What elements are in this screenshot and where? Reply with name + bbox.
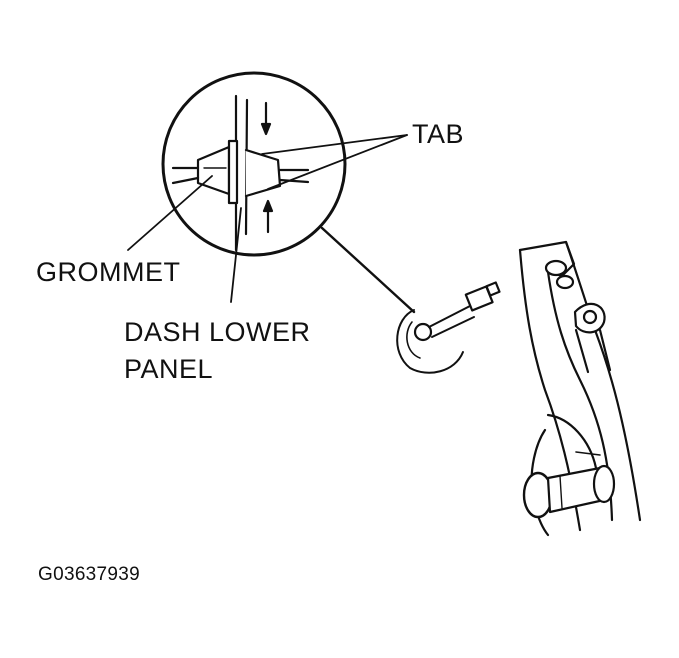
dash-lower-panel-label-line1: DASH LOWER xyxy=(124,317,311,347)
tab-arrow-bottom xyxy=(262,199,274,234)
tab-leader-lines xyxy=(261,134,408,190)
connector-plug xyxy=(464,281,501,312)
grommet-label: GROMMET xyxy=(36,257,181,287)
dash-lower-panel-label-line2: PANEL xyxy=(124,354,214,384)
tab-label: TAB xyxy=(412,119,465,149)
grommet-leader-line xyxy=(127,175,213,251)
tab-arrow-top xyxy=(260,101,272,136)
grommet-location xyxy=(396,281,501,374)
dash-lower-panel-leader-line xyxy=(230,207,242,303)
vehicle-bracket xyxy=(518,240,642,537)
figure-id: G03637939 xyxy=(38,564,141,585)
pedal-pivot-bolt xyxy=(522,464,616,519)
detail-circle xyxy=(161,71,347,257)
detail-leader-line xyxy=(320,226,416,314)
